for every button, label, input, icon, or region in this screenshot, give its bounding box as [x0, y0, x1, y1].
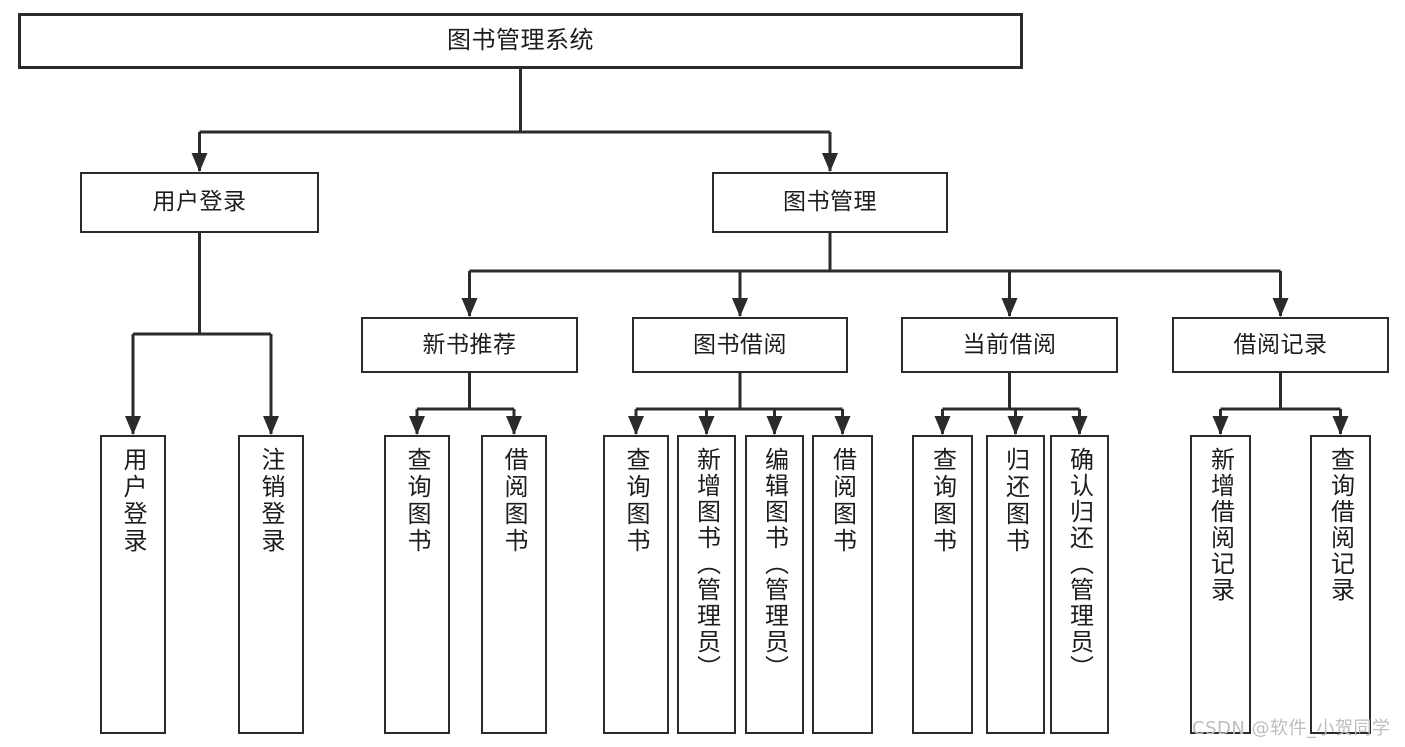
node-borrow-record[interactable]: 借阅记录 [1172, 317, 1389, 373]
node-label: 借阅图书 [500, 447, 528, 555]
watermark: CSDN @软件_小贺同学 [1192, 718, 1391, 739]
node-label: 编辑图书（管理员） [760, 447, 789, 681]
node-leaf-query-book-borrow[interactable]: 查询图书 [603, 435, 669, 734]
node-root-system[interactable]: 图书管理系统 [18, 13, 1023, 69]
node-label: 当前借阅 [962, 331, 1057, 358]
node-label: 新增借阅记录 [1206, 447, 1235, 603]
node-leaf-add-borrow-record[interactable]: 新增借阅记录 [1190, 435, 1251, 734]
node-current-borrow[interactable]: 当前借阅 [901, 317, 1118, 373]
node-book-borrow[interactable]: 图书借阅 [632, 317, 848, 373]
node-leaf-return-book[interactable]: 归还图书 [986, 435, 1045, 734]
node-label: 新增图书（管理员） [692, 447, 721, 681]
node-label: 借阅记录 [1233, 331, 1328, 358]
node-leaf-edit-book-admin[interactable]: 编辑图书（管理员） [745, 435, 804, 734]
node-leaf-borrow-book-new[interactable]: 借阅图书 [481, 435, 547, 734]
node-new-book-recommend[interactable]: 新书推荐 [361, 317, 578, 373]
node-label: 查询图书 [622, 447, 650, 555]
node-leaf-add-book-admin[interactable]: 新增图书（管理员） [677, 435, 736, 734]
node-label: 查询图书 [928, 447, 957, 555]
node-label: 用户登录 [152, 189, 247, 216]
node-leaf-query-borrow-record[interactable]: 查询借阅记录 [1310, 435, 1371, 734]
node-leaf-borrow-book[interactable]: 借阅图书 [812, 435, 873, 734]
node-leaf-query-book-current[interactable]: 查询图书 [912, 435, 973, 734]
node-label: 确认归还（管理员） [1065, 447, 1094, 681]
node-user-login[interactable]: 用户登录 [80, 172, 319, 233]
node-leaf-user-login[interactable]: 用户登录 [100, 435, 166, 734]
node-label: 图书借阅 [693, 331, 787, 358]
node-leaf-user-logout[interactable]: 注销登录 [238, 435, 304, 734]
node-label: 查询借阅记录 [1326, 447, 1355, 603]
node-leaf-confirm-return-admin[interactable]: 确认归还（管理员） [1050, 435, 1109, 734]
node-label: 用户登录 [119, 447, 147, 555]
node-label: 归还图书 [1001, 447, 1030, 555]
node-label: 新书推荐 [422, 331, 517, 358]
node-leaf-query-book-new[interactable]: 查询图书 [384, 435, 450, 734]
node-label: 注销登录 [257, 447, 285, 555]
node-label: 查询图书 [403, 447, 431, 555]
node-label: 图书管理系统 [447, 26, 594, 55]
node-label: 借阅图书 [828, 447, 857, 555]
node-book-manage[interactable]: 图书管理 [712, 172, 948, 233]
node-label: 图书管理 [783, 189, 877, 216]
